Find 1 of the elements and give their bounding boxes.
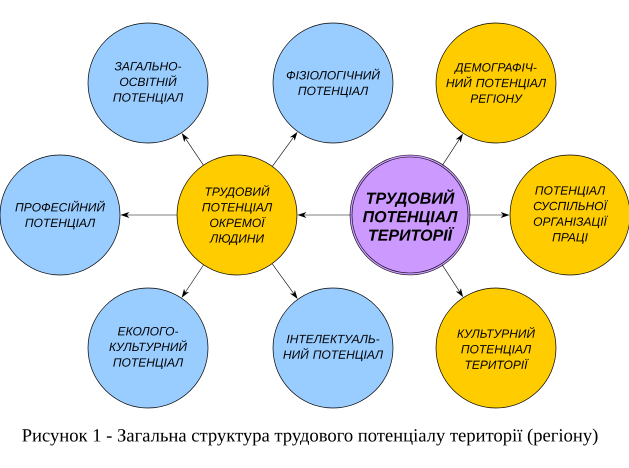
- caption: Рисунок 1 - Загальна структура трудового потенціалу території (регіону): [22, 428, 598, 446]
